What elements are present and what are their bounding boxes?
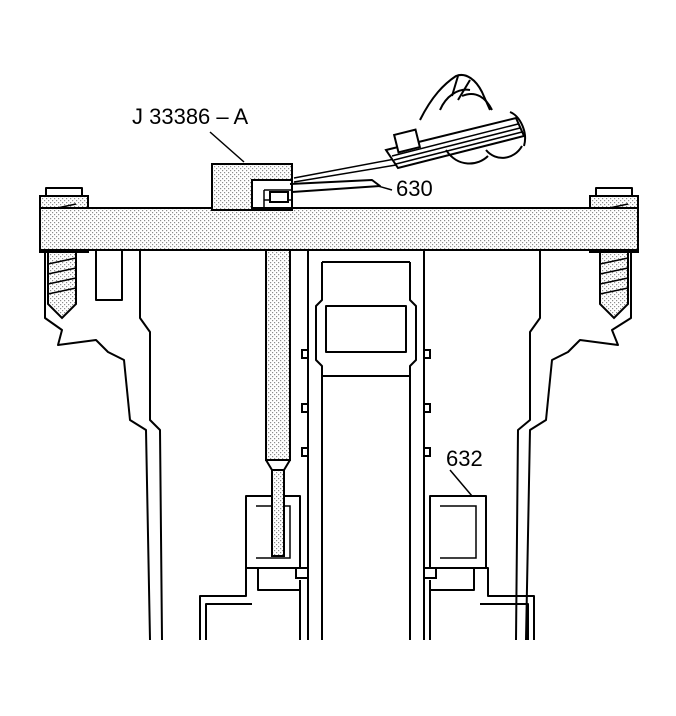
label-tool-j33386a: J 33386 – A	[132, 104, 249, 129]
bearing-hub-right-632	[429, 495, 487, 569]
feeler-gauge-630	[289, 157, 403, 193]
tool-body	[211, 163, 293, 211]
fixture-bar	[39, 207, 639, 251]
central-shaft	[295, 250, 437, 640]
label-part-630: 630	[396, 176, 433, 201]
label-part-632: 632	[446, 446, 483, 471]
transmission-housing	[44, 250, 632, 641]
hand-holding-gauge	[384, 74, 526, 170]
indicator-stem	[265, 249, 291, 557]
leader-lines	[209, 131, 473, 497]
